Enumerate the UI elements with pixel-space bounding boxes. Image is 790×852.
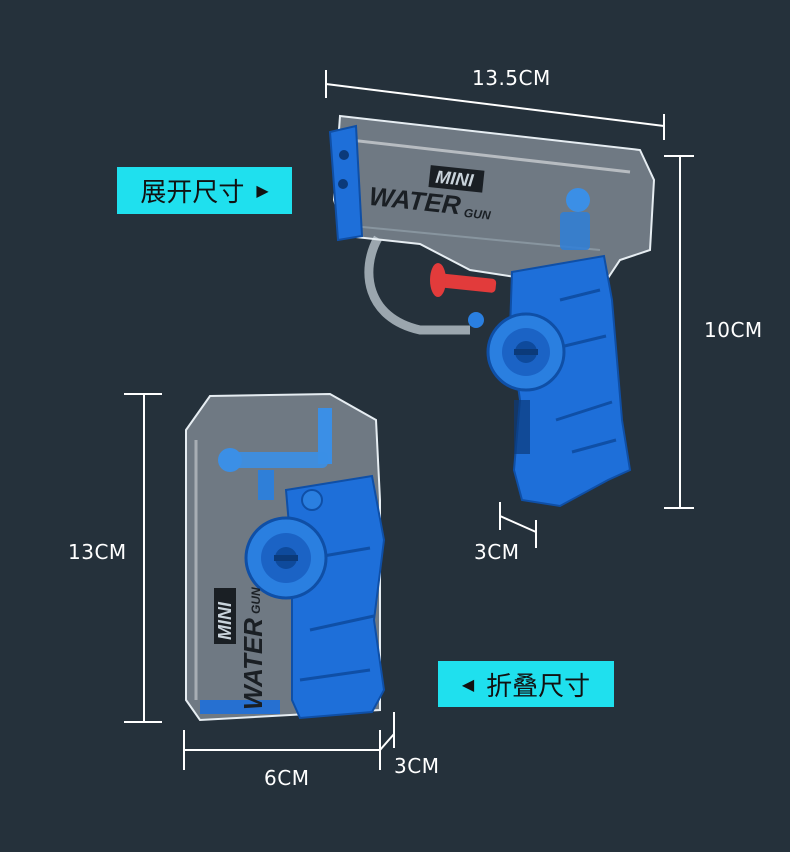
folded-logo: MINI WATER GUN: [214, 587, 268, 710]
logo-mini-text: MINI: [435, 167, 476, 191]
unfolded-size-tag: 展开尺寸 ▶: [117, 167, 292, 214]
logo-gun-text: GUN: [463, 206, 491, 223]
play-arrow-right-icon: ▶: [256, 181, 269, 200]
unfolded-length-line: [325, 83, 665, 127]
folded-size-tag-label: 折叠尺寸: [486, 671, 591, 702]
unfolded-logo: MINI WATER GUN: [368, 165, 492, 223]
folded-thickness-label: 3CM: [394, 754, 440, 778]
unfolded-height-label: 10CM: [704, 318, 763, 342]
unfolded-water-gun: [328, 114, 656, 508]
folded-thickness-line: [379, 733, 395, 751]
unfolded-thickness-label: 3CM: [474, 540, 520, 564]
folded-height-label: 13CM: [68, 540, 127, 564]
folded-logo-mini-text: MINI: [215, 601, 235, 640]
folded-width-label: 6CM: [264, 766, 310, 790]
folded-water-gun: [185, 392, 386, 722]
unfolded-thickness-line: [499, 515, 537, 533]
measurement-lines: [124, 70, 694, 770]
folded-size-tag: ◀ 折叠尺寸: [438, 661, 614, 707]
play-arrow-left-icon: ◀: [461, 674, 475, 694]
unfolded-size-tag-label: 展开尺寸: [140, 178, 245, 208]
folded-logo-water-text: WATER: [238, 618, 268, 710]
unfolded-length-label: 13.5CM: [472, 66, 551, 90]
folded-logo-gun-text: GUN: [249, 587, 263, 614]
